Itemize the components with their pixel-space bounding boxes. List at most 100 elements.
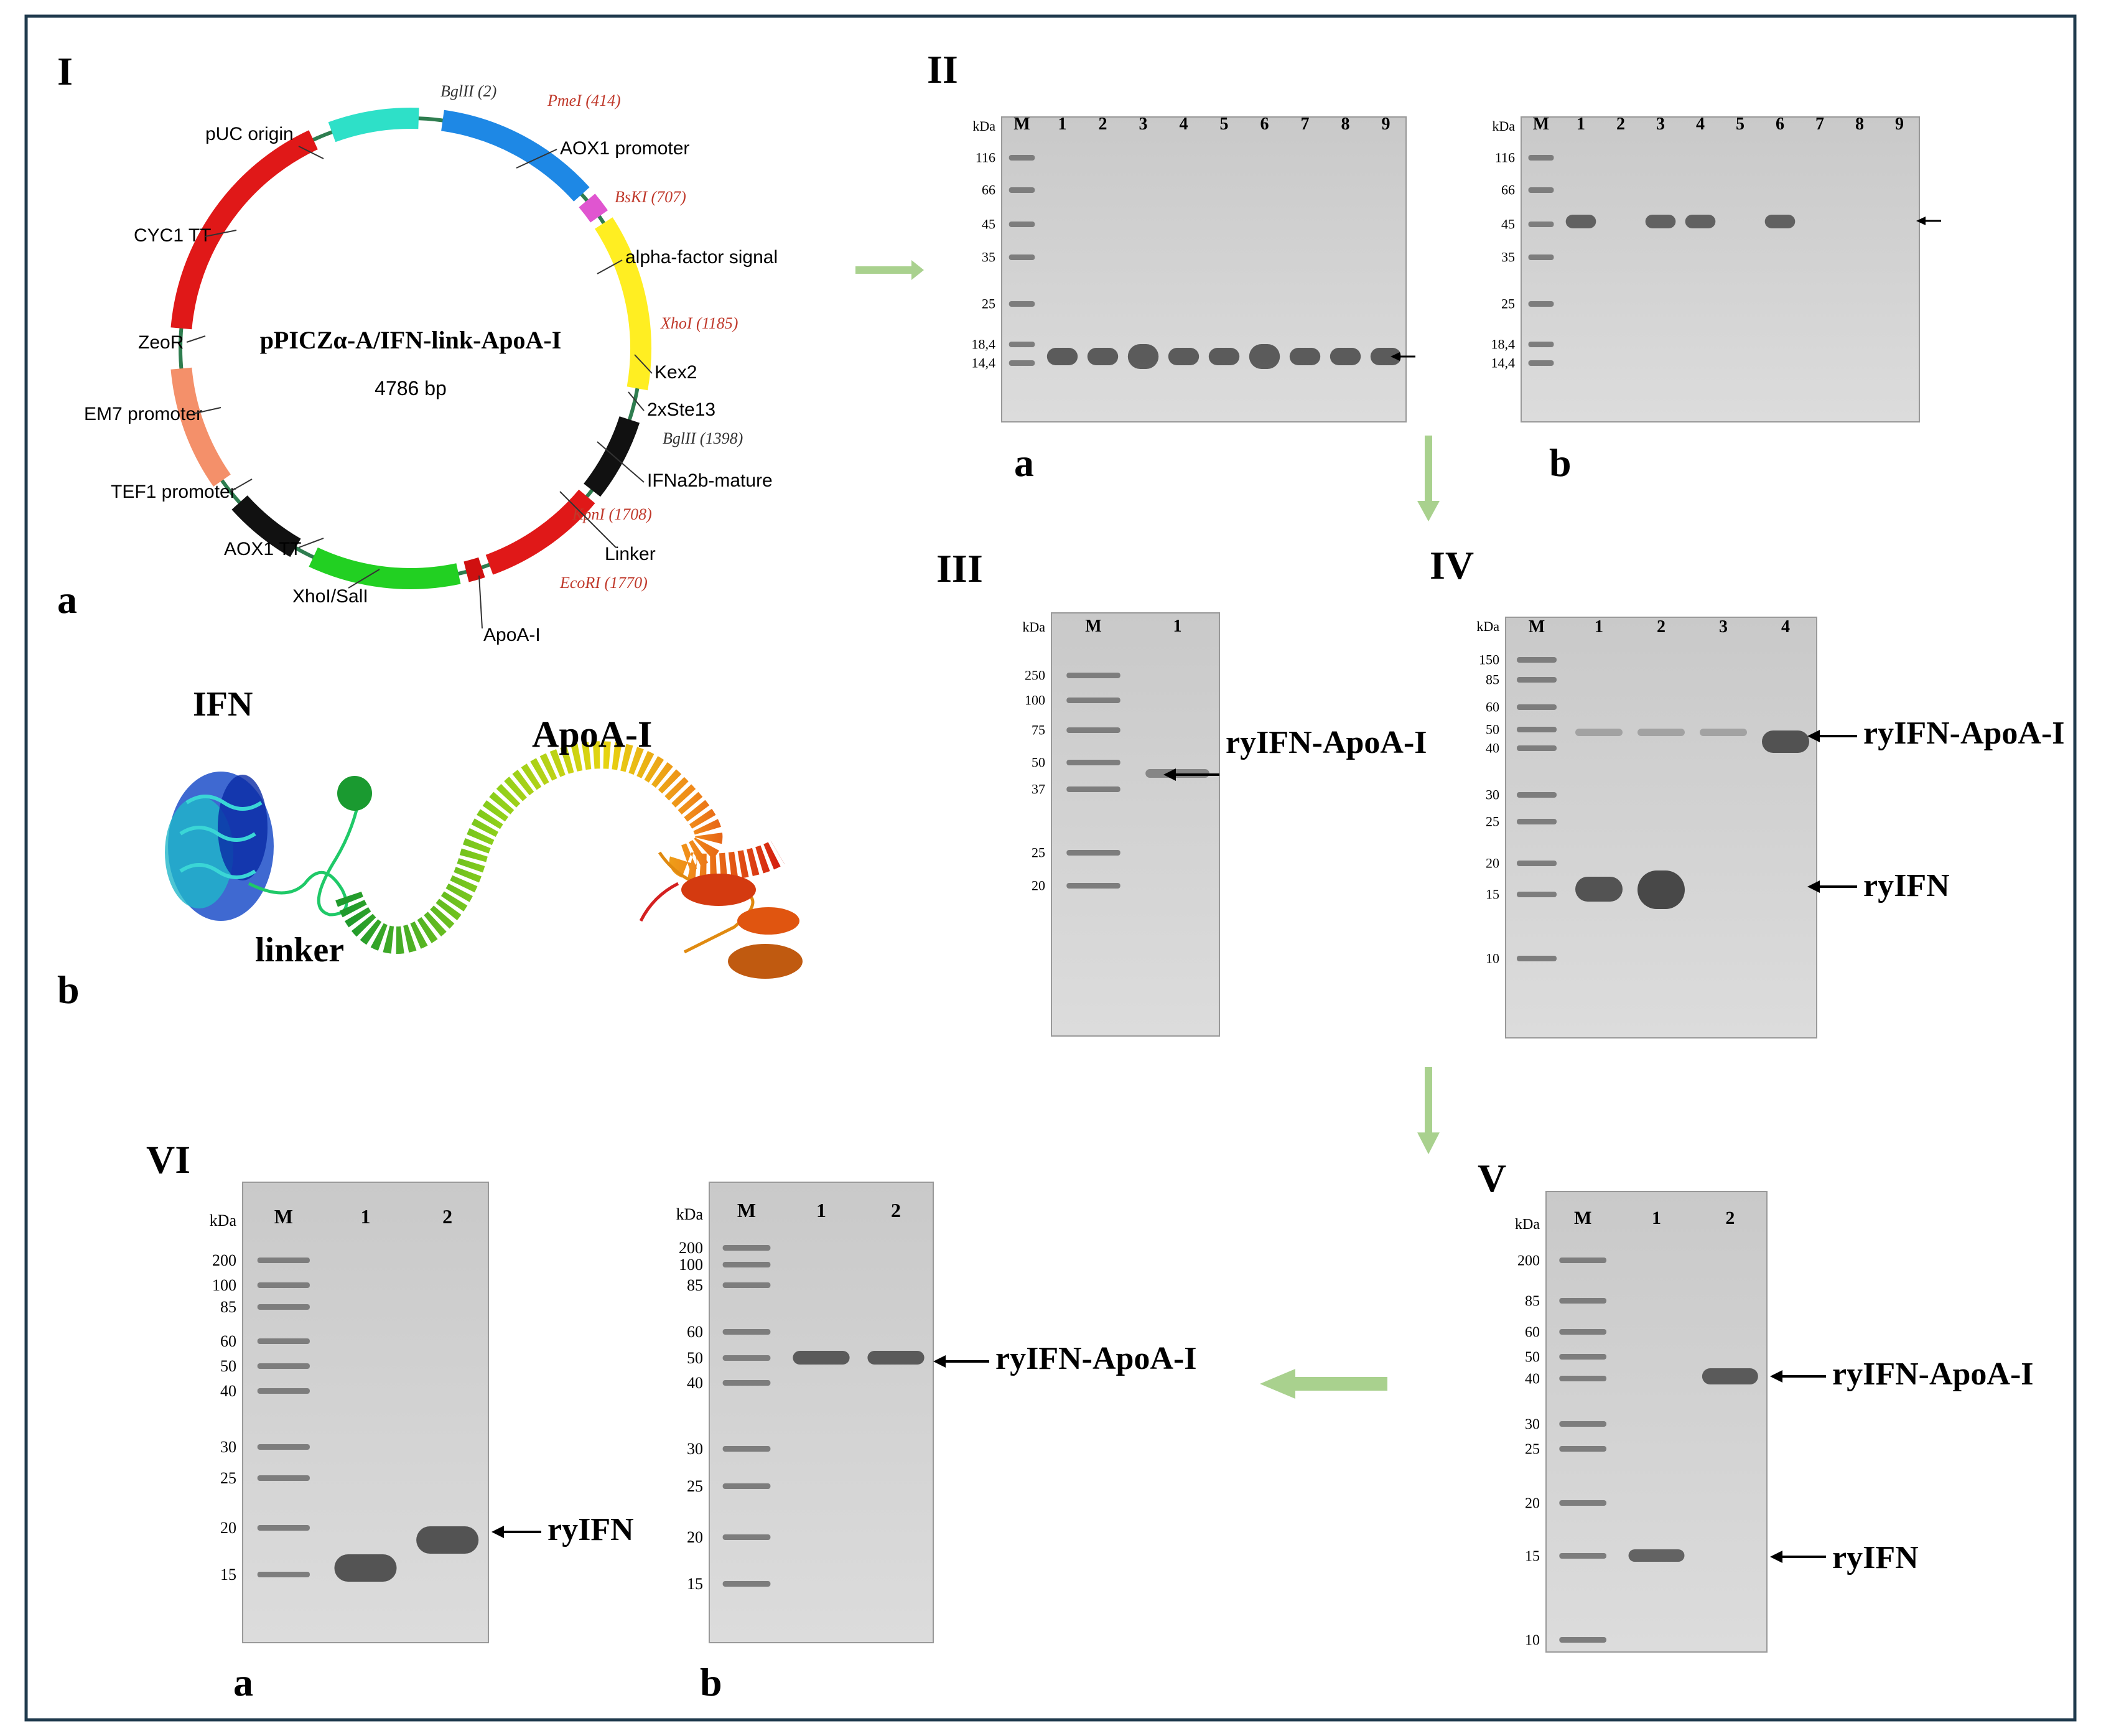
panel-VI-sub-b: b — [700, 1660, 722, 1704]
gel-II-a-lane-2: 2 — [1099, 114, 1107, 134]
gel-II-a-ladder-band-0 — [1009, 155, 1035, 161]
gel-II-a-background — [1001, 116, 1407, 422]
figure-frame — [24, 14, 2077, 1722]
gel-VI-b-lane-2: 2 — [891, 1199, 901, 1221]
gel-IV-ladder-band-8 — [1517, 892, 1557, 897]
label-V-ifn: ryIFN — [1832, 1540, 1919, 1575]
gel-III-marker-6: 20 — [1032, 878, 1045, 894]
label-tef1: TEF1 promoter — [111, 482, 236, 502]
gel-IV-band-4 — [1637, 729, 1685, 736]
label-xhoi-sali: XhoI/SalI — [292, 586, 368, 607]
gel-V-ladder-band-9 — [1559, 1637, 1607, 1643]
panel-I-sub-b: b — [57, 968, 80, 1012]
gel-IV-ladder-band-1 — [1517, 677, 1557, 683]
gel-II-b-lane-7: 7 — [1815, 114, 1824, 134]
zeor-arc — [309, 547, 461, 589]
gel-VI-a-ladder-band-7 — [257, 1475, 310, 1481]
gel-II-b-lane-5: 5 — [1736, 114, 1745, 134]
gel-VI-a-marker-8: 20 — [220, 1519, 236, 1537]
gel-IV-marker-7: 20 — [1486, 856, 1499, 871]
gel-III-marker-5: 25 — [1032, 845, 1045, 861]
site-bsKI: BsKI (707) — [615, 188, 686, 206]
label-apoa1: ApoA-I — [483, 625, 541, 645]
gel-VI-a-marker-3: 60 — [220, 1332, 236, 1350]
gel-II-a-band-6 — [1289, 348, 1321, 365]
gel-V-ladder-band-1 — [1559, 1298, 1607, 1304]
gel-VI-a-ladder-band-8 — [257, 1525, 310, 1531]
gel-V-marker-1: 85 — [1525, 1293, 1540, 1309]
gel-II-a-band-4 — [1208, 348, 1240, 365]
gel-IV-lane-4: 4 — [1781, 617, 1790, 637]
label-kex2: Kex2 — [655, 362, 697, 383]
gel-II-b-marker-2: 45 — [1501, 217, 1515, 232]
site-ecoRI: EcoRI (1770) — [559, 574, 648, 592]
gel-II-b-lane-M: M — [1533, 114, 1549, 134]
gel-IV-lane-1: 1 — [1595, 617, 1603, 637]
gel-II-b-ladder-band-4 — [1528, 301, 1554, 307]
gel-II-b-lane-1: 1 — [1577, 114, 1585, 134]
ifn-arc — [441, 110, 590, 202]
gel-V-lane-2: 2 — [1725, 1208, 1735, 1228]
label-VIa-ifn: ryIFN — [547, 1512, 634, 1547]
gel-VI-b-ladder-band-9 — [722, 1581, 771, 1587]
gel-VI-b-marker-0: 200 — [679, 1239, 703, 1257]
gel-II-a-band-3 — [1168, 348, 1200, 365]
gel-II-a-ladder-band-2 — [1009, 222, 1035, 227]
gel-III-marker-4: 37 — [1032, 782, 1045, 797]
gel-V-ladder-band-7 — [1559, 1500, 1607, 1506]
gel-II-a-band-5 — [1249, 344, 1280, 369]
gel-VI-b-ladder-band-3 — [722, 1329, 771, 1335]
protein-structure: IFN ApoA-I linker — [165, 685, 803, 979]
gel-II-b-ladder-band-6 — [1528, 360, 1554, 366]
gel-V-ladder-band-6 — [1559, 1446, 1607, 1452]
gel-IV-band-5 — [1700, 729, 1747, 736]
gel-VI-a-ladder-band-9 — [257, 1572, 310, 1577]
gel-VI-a-marker-7: 25 — [220, 1469, 236, 1487]
gel-II-b-lane-3: 3 — [1656, 114, 1665, 134]
gel-VI-a-marker-5: 40 — [220, 1382, 236, 1400]
gel-III-ladder-band-2 — [1066, 727, 1120, 733]
gel-III-marker-0: 250 — [1025, 668, 1045, 683]
label-III-fusion: ryIFN-ApoA-I — [1226, 725, 1427, 760]
gel-II-a-ladder-band-6 — [1009, 360, 1035, 366]
gel-II-a-lane-9: 9 — [1382, 114, 1391, 134]
flow-arrows — [855, 260, 1440, 1399]
gel-III-marker-3: 50 — [1032, 755, 1045, 770]
gel-II-b-marker-3: 35 — [1501, 250, 1515, 265]
gel-II-a-band-7 — [1330, 348, 1361, 365]
label-aox1-tt: AOX1 TT — [224, 539, 301, 559]
apoa1-helix — [335, 741, 785, 954]
gel-VI-b-ladder-band-2 — [722, 1282, 771, 1288]
gel-IV-ladder-band-3 — [1517, 727, 1557, 732]
gel-VI-a-ladder-band-1 — [257, 1282, 310, 1288]
label-em7: EM7 promoter — [84, 404, 202, 424]
gel-IV-marker-3: 50 — [1486, 722, 1499, 737]
label-IV-ifn: ryIFN — [1863, 868, 1950, 903]
gel-VI-a-marker-9: 15 — [220, 1566, 236, 1584]
struct-label-ifn: IFN — [193, 685, 253, 724]
gel-IV-background — [1505, 617, 1817, 1038]
linker-arc — [579, 194, 608, 223]
gel-IV-band-1 — [1637, 870, 1685, 909]
gel-IV-marker-0: 150 — [1479, 652, 1499, 668]
gel-II-a-band-1 — [1087, 348, 1119, 365]
gel-II-a-marker-5: 18,4 — [972, 337, 996, 352]
gel-IV-ladder-band-7 — [1517, 861, 1557, 866]
gel-VI-b-lane-1: 1 — [816, 1199, 826, 1221]
gel-IV-ladder-band-2 — [1517, 704, 1557, 710]
gel-II-a-marker-4: 25 — [982, 296, 995, 312]
gel-II-b-background — [1521, 116, 1920, 422]
gel-V-ladder-band-0 — [1559, 1258, 1607, 1263]
gel-VI-b-marker-5: 40 — [687, 1374, 703, 1392]
gel-II-b-marker-5: 18,4 — [1491, 337, 1516, 352]
gel-II-a-marker-1: 66 — [982, 182, 995, 198]
panel-label-II: II — [927, 47, 958, 91]
gel-VI-b-ladder-band-7 — [722, 1483, 771, 1489]
gel-V-ladder-band-2 — [1559, 1329, 1607, 1335]
gel-VI-b-background — [709, 1182, 934, 1643]
gel-IV-lane-3: 3 — [1719, 617, 1728, 637]
gel-VI-b-ladder-band-6 — [722, 1446, 771, 1452]
plasmid-name: pPICZα-A/IFN-link-ApoA-I — [260, 326, 562, 354]
